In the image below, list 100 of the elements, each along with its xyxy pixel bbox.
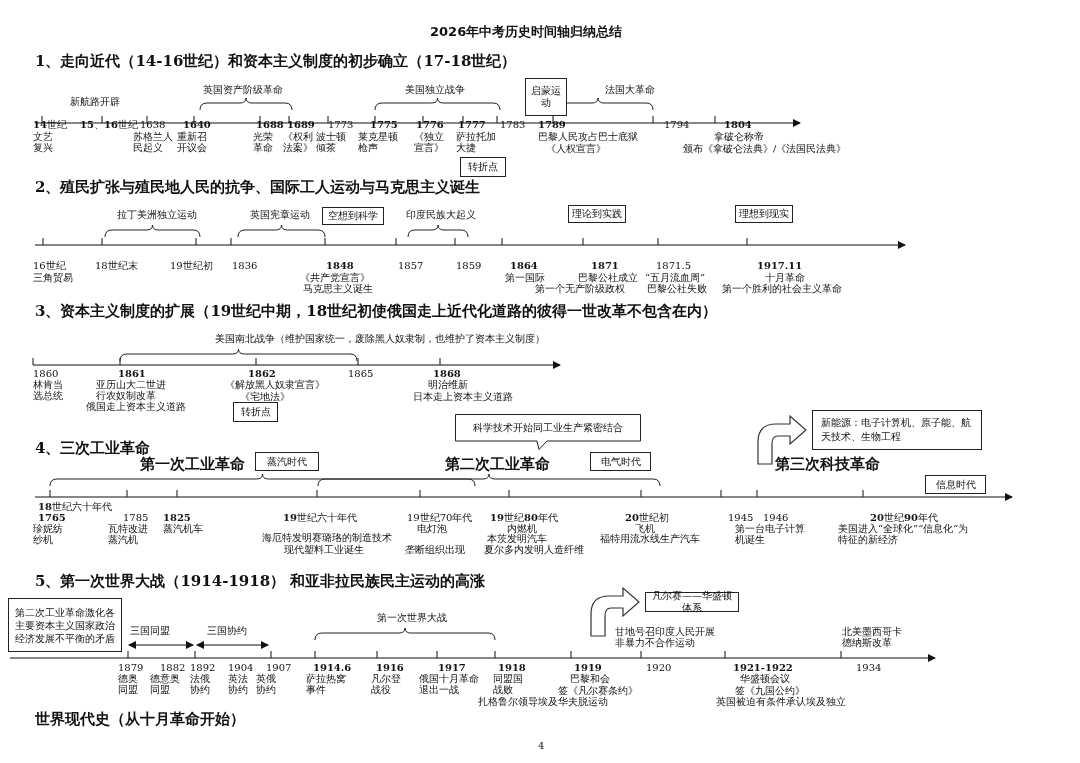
year-label: 1794 <box>664 119 690 130</box>
text-box: 新能源：电子计算机、原子能、航天技术、生物工程 <box>812 410 982 450</box>
event-label: 日本走上资本主义道路 <box>413 391 513 402</box>
year-label: 1904 <box>228 662 254 673</box>
event-label: 苏格兰人民起义 <box>133 131 173 153</box>
event-label: 现代塑料工业诞生 <box>284 544 364 555</box>
event-label: 俄国十月革命退出一战 <box>419 673 479 695</box>
year-label: 1825 <box>163 512 191 523</box>
year-label: 1945 <box>728 512 754 523</box>
event-label: 明治维新 <box>428 379 468 390</box>
year-label: 1773 <box>328 119 354 130</box>
event-label: 签《凡尔赛条约》 <box>558 685 638 696</box>
event-label: 法俄协约 <box>190 673 210 695</box>
block-arrow <box>757 415 807 465</box>
year-label: 1907 <box>266 662 292 673</box>
year-label: 1864 <box>510 260 538 271</box>
text-box: 信息时代 <box>925 475 986 494</box>
section-heading: 5、第一次世界大战（1914-1918） 和亚非拉民族民主运动的高涨 <box>35 572 486 590</box>
event-label: 重新召开议会 <box>177 131 207 153</box>
text-box: 空想到科学 <box>322 207 384 225</box>
event-label: 内燃机 <box>507 523 537 534</box>
year-label: 1860 <box>33 368 59 379</box>
text-box: 电气时代 <box>590 452 651 471</box>
event-label: 同盟国战败 <box>493 673 523 695</box>
period-label: 英国资产阶级革命 <box>203 84 283 95</box>
year-label: 1783 <box>500 119 526 130</box>
year-label: 1917.11 <box>757 260 803 271</box>
period-label: 新航路开辟 <box>70 96 120 107</box>
year-label: 1804 <box>724 119 752 130</box>
section-heading: 3、资本主义制度的扩展（19世纪中期，18世纪初使俄国走上近代化道路的彼得一世改革不包含在内） <box>35 302 718 320</box>
event-label: 德意奥同盟 <box>150 673 180 695</box>
year-label: 1765 <box>38 512 66 523</box>
section-heading: 4、三次工业革命 <box>35 439 151 457</box>
year-label: 19世纪70年代 <box>407 512 473 523</box>
text-box: 理想到现实 <box>735 205 793 223</box>
event-label: 《权利法案》 <box>283 131 313 153</box>
event-label: 本茨发明汽车 <box>487 533 547 544</box>
event-label: 英国被迫有条件承认埃及独立 <box>716 696 846 707</box>
year-label: 1871.5 <box>656 260 691 271</box>
event-label: 第一个胜利的社会主义革命 <box>722 283 842 294</box>
event-label: 《解放黑人奴隶宣言》 <box>225 379 325 390</box>
period-label: 美国独立战争 <box>405 84 465 95</box>
year-label: 16世纪 <box>33 260 66 271</box>
year-label: 1848 <box>326 260 354 271</box>
event-label: 电灯泡 <box>417 523 447 534</box>
event-label: 《宅地法》 <box>240 391 290 402</box>
event-label: 马克思主义诞生 <box>303 283 373 294</box>
text-box: 转折点 <box>233 402 278 422</box>
text-box: 转折点 <box>460 157 506 177</box>
event-label: 拿破仑称帝 <box>714 131 764 142</box>
revolution-heading: 第三次科技革命 <box>775 455 880 473</box>
text-box: 凡尔赛——华盛顿体系 <box>645 592 739 612</box>
year-label: 1689 <box>287 119 315 130</box>
event-label: 文艺复兴 <box>33 131 53 153</box>
event-label: 飞机 <box>635 523 655 534</box>
event-label: 第一国际 <box>505 272 545 283</box>
event-label: 扎格鲁尔领导埃及华夫脱运动 <box>478 696 608 707</box>
revolution-heading: 第二次工业革命 <box>445 455 550 473</box>
year-label: 1776 <box>416 119 444 130</box>
year-label: 19世纪初 <box>170 260 213 271</box>
event-label: 夏尔多内发明人造纤维 <box>484 544 584 555</box>
event-label: 蒸汽机车 <box>163 523 203 534</box>
callout-box: 科学技术开始同工业生产紧密结合 <box>455 414 641 450</box>
event-label: 英法协约 <box>228 673 248 695</box>
event-label: 巴黎和会 <box>570 673 610 684</box>
block-arrow <box>590 587 640 637</box>
year-label: 1775 <box>370 119 398 130</box>
event-label: 波士顿倾茶 <box>316 131 346 153</box>
year-label: 15、16世纪 <box>80 119 138 130</box>
year-label: 14世纪 <box>33 119 67 130</box>
year-label: 1919 <box>574 662 602 673</box>
year-label: 1785 <box>123 512 149 523</box>
year-label: 1920 <box>646 662 672 673</box>
year-label: 1777 <box>458 119 486 130</box>
period-label: 美国南北战争（维护国家统一，废除黑人奴隶制，也维护了资本主义制度） <box>215 333 545 344</box>
event-label: 垄断组织出现 <box>405 544 465 555</box>
event-label: 俄国走上资本主义道路 <box>86 401 186 412</box>
event-label: 福特用流水线生产汽车 <box>600 533 700 544</box>
period-label: 拉丁美洲独立运动 <box>117 209 197 220</box>
event-label: 美国进入“全球化”“信息化”为特征的新经济 <box>838 523 970 545</box>
page-title: 2026年中考历史时间轴归纳总结 <box>430 24 623 40</box>
section-heading: 1、走向近代（14-16世纪）和资本主义制度的初步确立（17-18世纪） <box>35 52 517 70</box>
event-label: 萨拉热窝事件 <box>306 673 346 695</box>
event-label: 亚历山大二世进行农奴制改革 <box>96 379 166 401</box>
period-label: 第一次世界大战 <box>377 612 447 623</box>
event-label: 《独立宣言》 <box>414 131 444 153</box>
text-box: 理论到实践 <box>568 205 626 223</box>
year-label: 1921-1922 <box>733 662 793 673</box>
section-heading: 世界现代史（从十月革命开始） <box>35 710 245 728</box>
event-label: 第一个无产阶级政权 <box>535 283 625 294</box>
event-label: 海厄特发明赛璐珞的制造技术 <box>262 532 392 543</box>
year-label: 1882 <box>160 662 186 673</box>
event-label: 第一台电子计算机诞生 <box>735 523 805 545</box>
year-label: 19世纪六十年代 <box>283 512 357 523</box>
event-label: 莱克星顿枪声 <box>358 131 398 153</box>
event-label: 华盛顿会议 <box>740 673 790 684</box>
year-label: 1934 <box>856 662 882 673</box>
event-label: 三角贸易 <box>33 272 73 283</box>
event-label: 凡尔登战役 <box>371 673 401 695</box>
year-label: 1868 <box>433 368 461 379</box>
